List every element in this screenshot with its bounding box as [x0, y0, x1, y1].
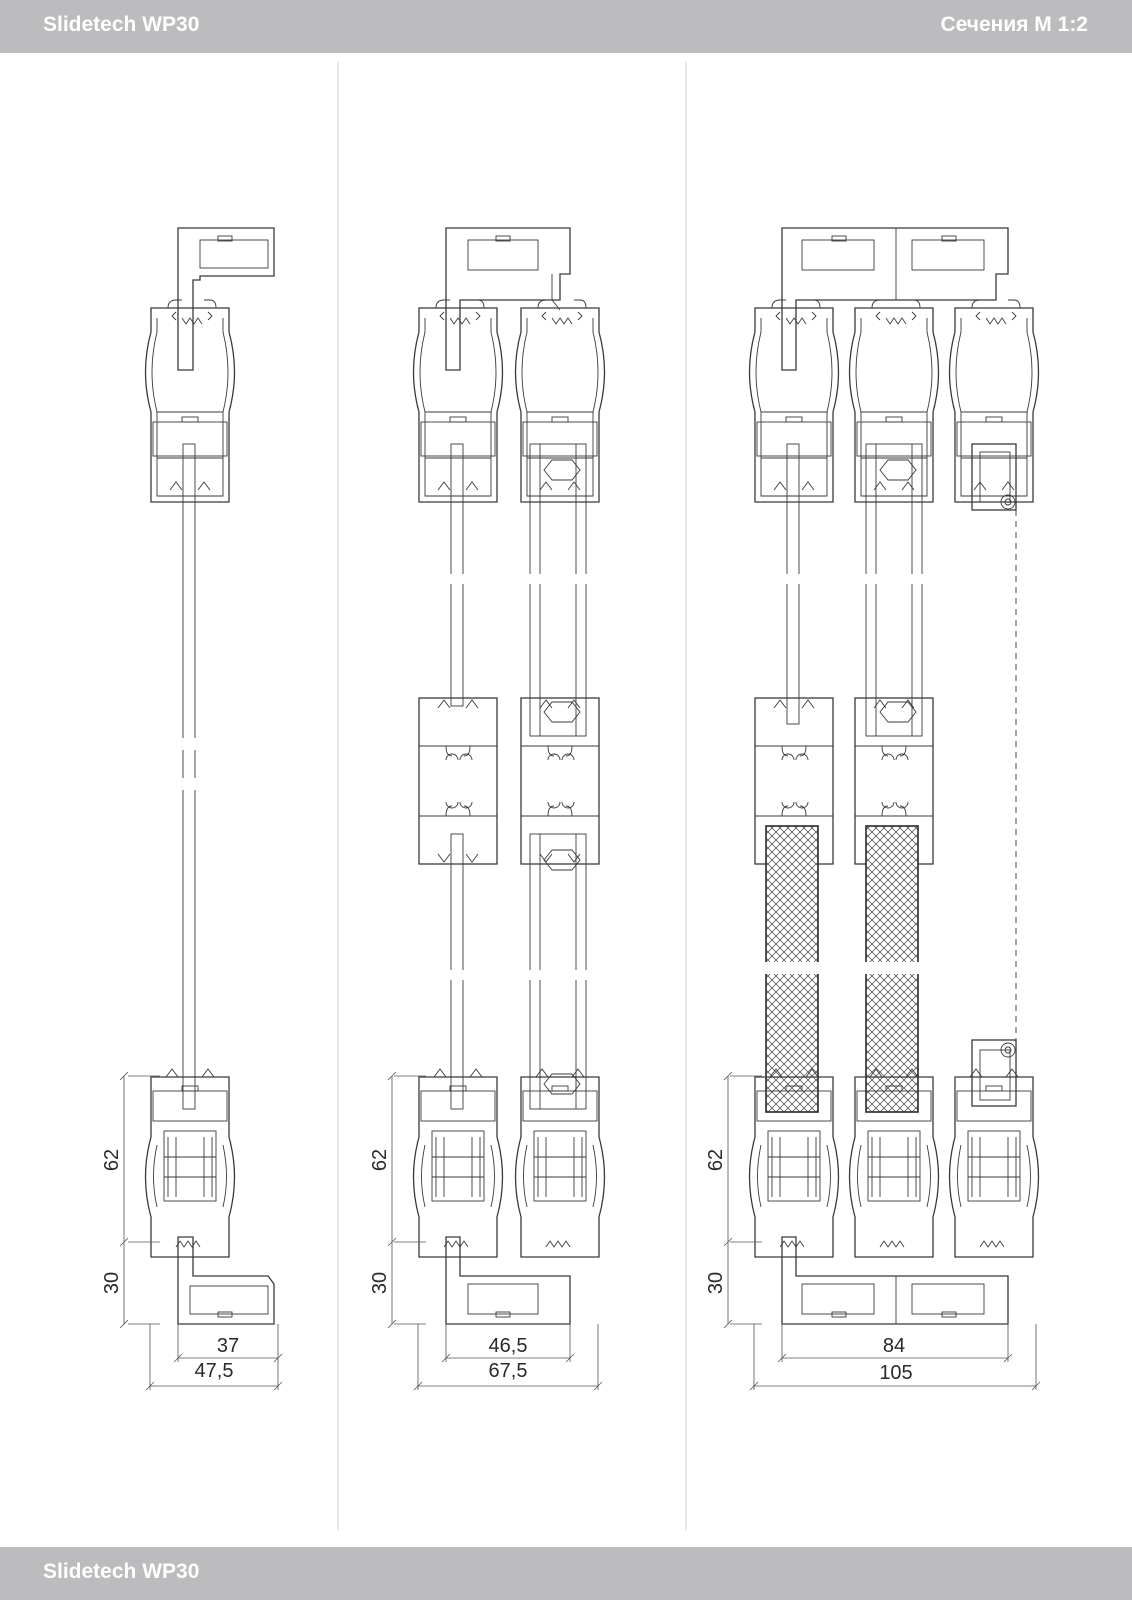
section-2-height-lower: 30 [369, 1272, 391, 1294]
section-1-bottom-rail [144, 1068, 275, 1325]
section-3-dimensions: 62 30 84 105 [705, 1071, 1041, 1391]
section-3-top-rail [748, 227, 1040, 503]
section-1-top-rail [144, 227, 275, 503]
header-title: Slidetech WP30 [43, 13, 200, 36]
section-2-dimensions: 62 30 46,5 67,5 [369, 1071, 603, 1391]
header-scale-title: Сечения М 1:2 [940, 13, 1088, 36]
section-1-width-inner: 37 [217, 1335, 239, 1357]
section-2-width-inner: 46,5 [489, 1335, 528, 1357]
section-1 [144, 227, 275, 1325]
section-2-glass-lower [446, 833, 596, 1110]
section-3-height-lower: 30 [705, 1272, 727, 1294]
section-1-width-outer: 47,5 [195, 1360, 234, 1382]
section-3 [748, 227, 1040, 1325]
section-2-transom-right [520, 697, 600, 865]
section-3-screen [971, 443, 1017, 1107]
section-3-fixed-upper [780, 443, 930, 737]
section-2-transom-left [418, 697, 498, 865]
section-3-width-inner: 84 [883, 1335, 905, 1357]
footer-bar: Slidetech WP30 [0, 1547, 1132, 1600]
section-3-insulated-panels [760, 825, 930, 1113]
section-2-width-outer: 67,5 [489, 1360, 528, 1382]
section-2-top-rail [412, 227, 606, 503]
dimensions: 62 30 37 47,5 62 30 46,5 67,5 62 30 84 1… [101, 1071, 1041, 1391]
section-1-dimensions: 62 30 37 47,5 [101, 1071, 283, 1391]
section-3-width-outer: 105 [879, 1362, 912, 1384]
section-1-glass [180, 443, 198, 1110]
section-1-height-lower: 30 [101, 1272, 123, 1294]
section-2 [412, 227, 606, 1325]
section-drawing: 62 30 37 47,5 62 30 46,5 67,5 62 30 84 1… [101, 62, 1041, 1530]
header-bar: Slidetech WP30 Сечения М 1:2 [0, 0, 1132, 53]
footer-title: Slidetech WP30 [43, 1560, 200, 1583]
section-1-height-upper: 62 [101, 1149, 123, 1171]
section-3-height-upper: 62 [705, 1149, 727, 1171]
section-2-height-upper: 62 [369, 1149, 391, 1171]
section-2-glass-upper [446, 443, 596, 737]
